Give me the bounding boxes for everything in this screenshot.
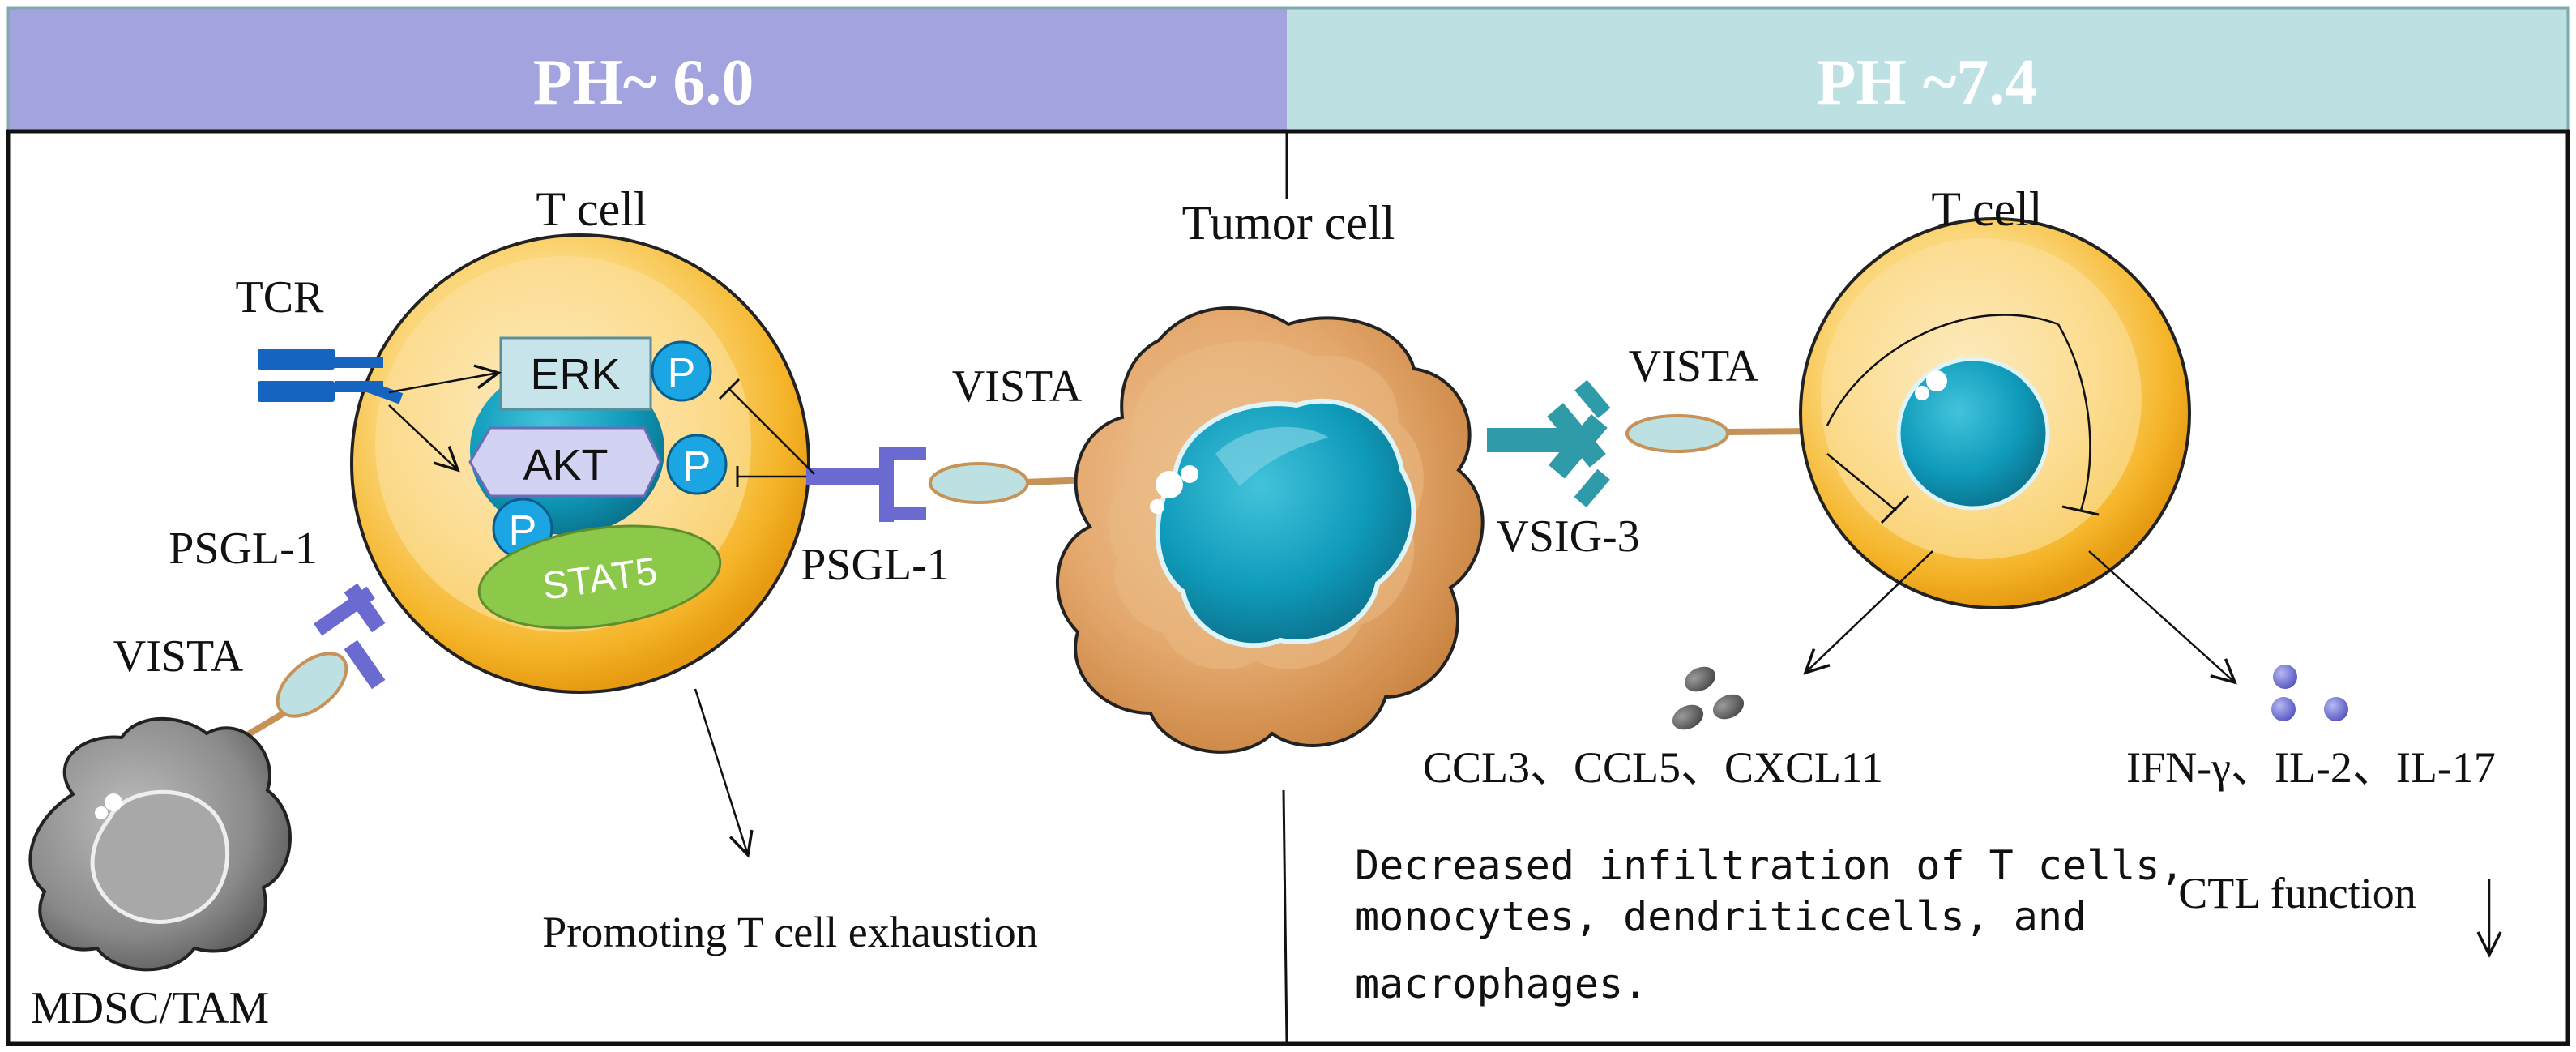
divider-bottom: [1282, 789, 1288, 1045]
t-cell-right-label: T cell: [1931, 182, 2042, 236]
header-left-bar: [8, 8, 1287, 131]
svg-text:P: P: [683, 443, 711, 490]
vista-mid-label: VISTA: [952, 361, 1083, 412]
erk-box: [499, 336, 652, 411]
header-right-bar: [1287, 8, 2568, 131]
psgl1-mid-receptor: [806, 447, 926, 522]
vista-left-label: VISTA: [113, 631, 244, 682]
tumor-cell-label: Tumor cell: [1182, 196, 1395, 250]
cytokine-dots: [2271, 665, 2348, 721]
svg-text:P: P: [668, 350, 696, 397]
infiltration-line-1: Decreased infiltration of T cells,: [1355, 842, 2185, 889]
infiltration-line-3: macrophages.: [1355, 960, 1647, 1007]
cytokine-arrow: [2088, 550, 2235, 682]
akt-phospho: P: [666, 434, 728, 495]
exhaustion-text: Promoting T cell exhaustion: [542, 908, 1037, 956]
header-right-title: PH ~7.4: [1817, 47, 2038, 118]
tumor-cell: [1055, 306, 1485, 754]
tcr-receptor: [258, 349, 404, 404]
stat5-ellipse: [477, 524, 722, 630]
erk-phospho: P: [651, 340, 712, 402]
exhaustion-arrow: [694, 688, 748, 855]
mdsc-label: MDSC/TAM: [31, 983, 269, 1033]
infiltration-line-2: monocytes, dendriticcells, and: [1355, 893, 2087, 940]
vsig3-receptor: [1487, 379, 1611, 508]
vista-mid-ellipse: [929, 462, 1029, 504]
akt-box: [468, 426, 662, 498]
chemokines-text: CCL3、CCL5、CXCL11: [1423, 743, 1883, 792]
vsig3-label: VSIG-3: [1496, 511, 1639, 562]
psgl1-mid-label: PSGL-1: [801, 540, 950, 590]
akt-label: AKT: [523, 441, 608, 490]
psgl1-left-receptor: [314, 583, 386, 690]
chemokine-dots: [1672, 666, 1745, 730]
header-left-title: PH~ 6.0: [533, 47, 754, 118]
vista-right-ellipse: [1625, 414, 1729, 453]
t-cell-left-label: T cell: [536, 182, 647, 236]
vista-inhibit-erk: [728, 388, 815, 475]
cytokines-text: IFN-γ、IL-2、IL-17: [2126, 743, 2496, 792]
tcr-label: TCR: [236, 272, 325, 323]
right-t-cell: [1799, 217, 2191, 609]
chemokine-arrow: [1805, 550, 1933, 673]
tcr-to-akt-arrow: [388, 404, 458, 470]
ctl-text: CTL function: [2178, 869, 2416, 917]
mdsc-cell: [28, 716, 292, 972]
vista-left-stalk: [241, 710, 286, 741]
erk-label: ERK: [530, 350, 620, 399]
vista-left-ellipse: [276, 652, 348, 718]
vista-right-label: VISTA: [1629, 341, 1759, 391]
psgl1-left-label: PSGL-1: [169, 524, 318, 574]
tcr-to-erk-arrow: [388, 373, 498, 394]
